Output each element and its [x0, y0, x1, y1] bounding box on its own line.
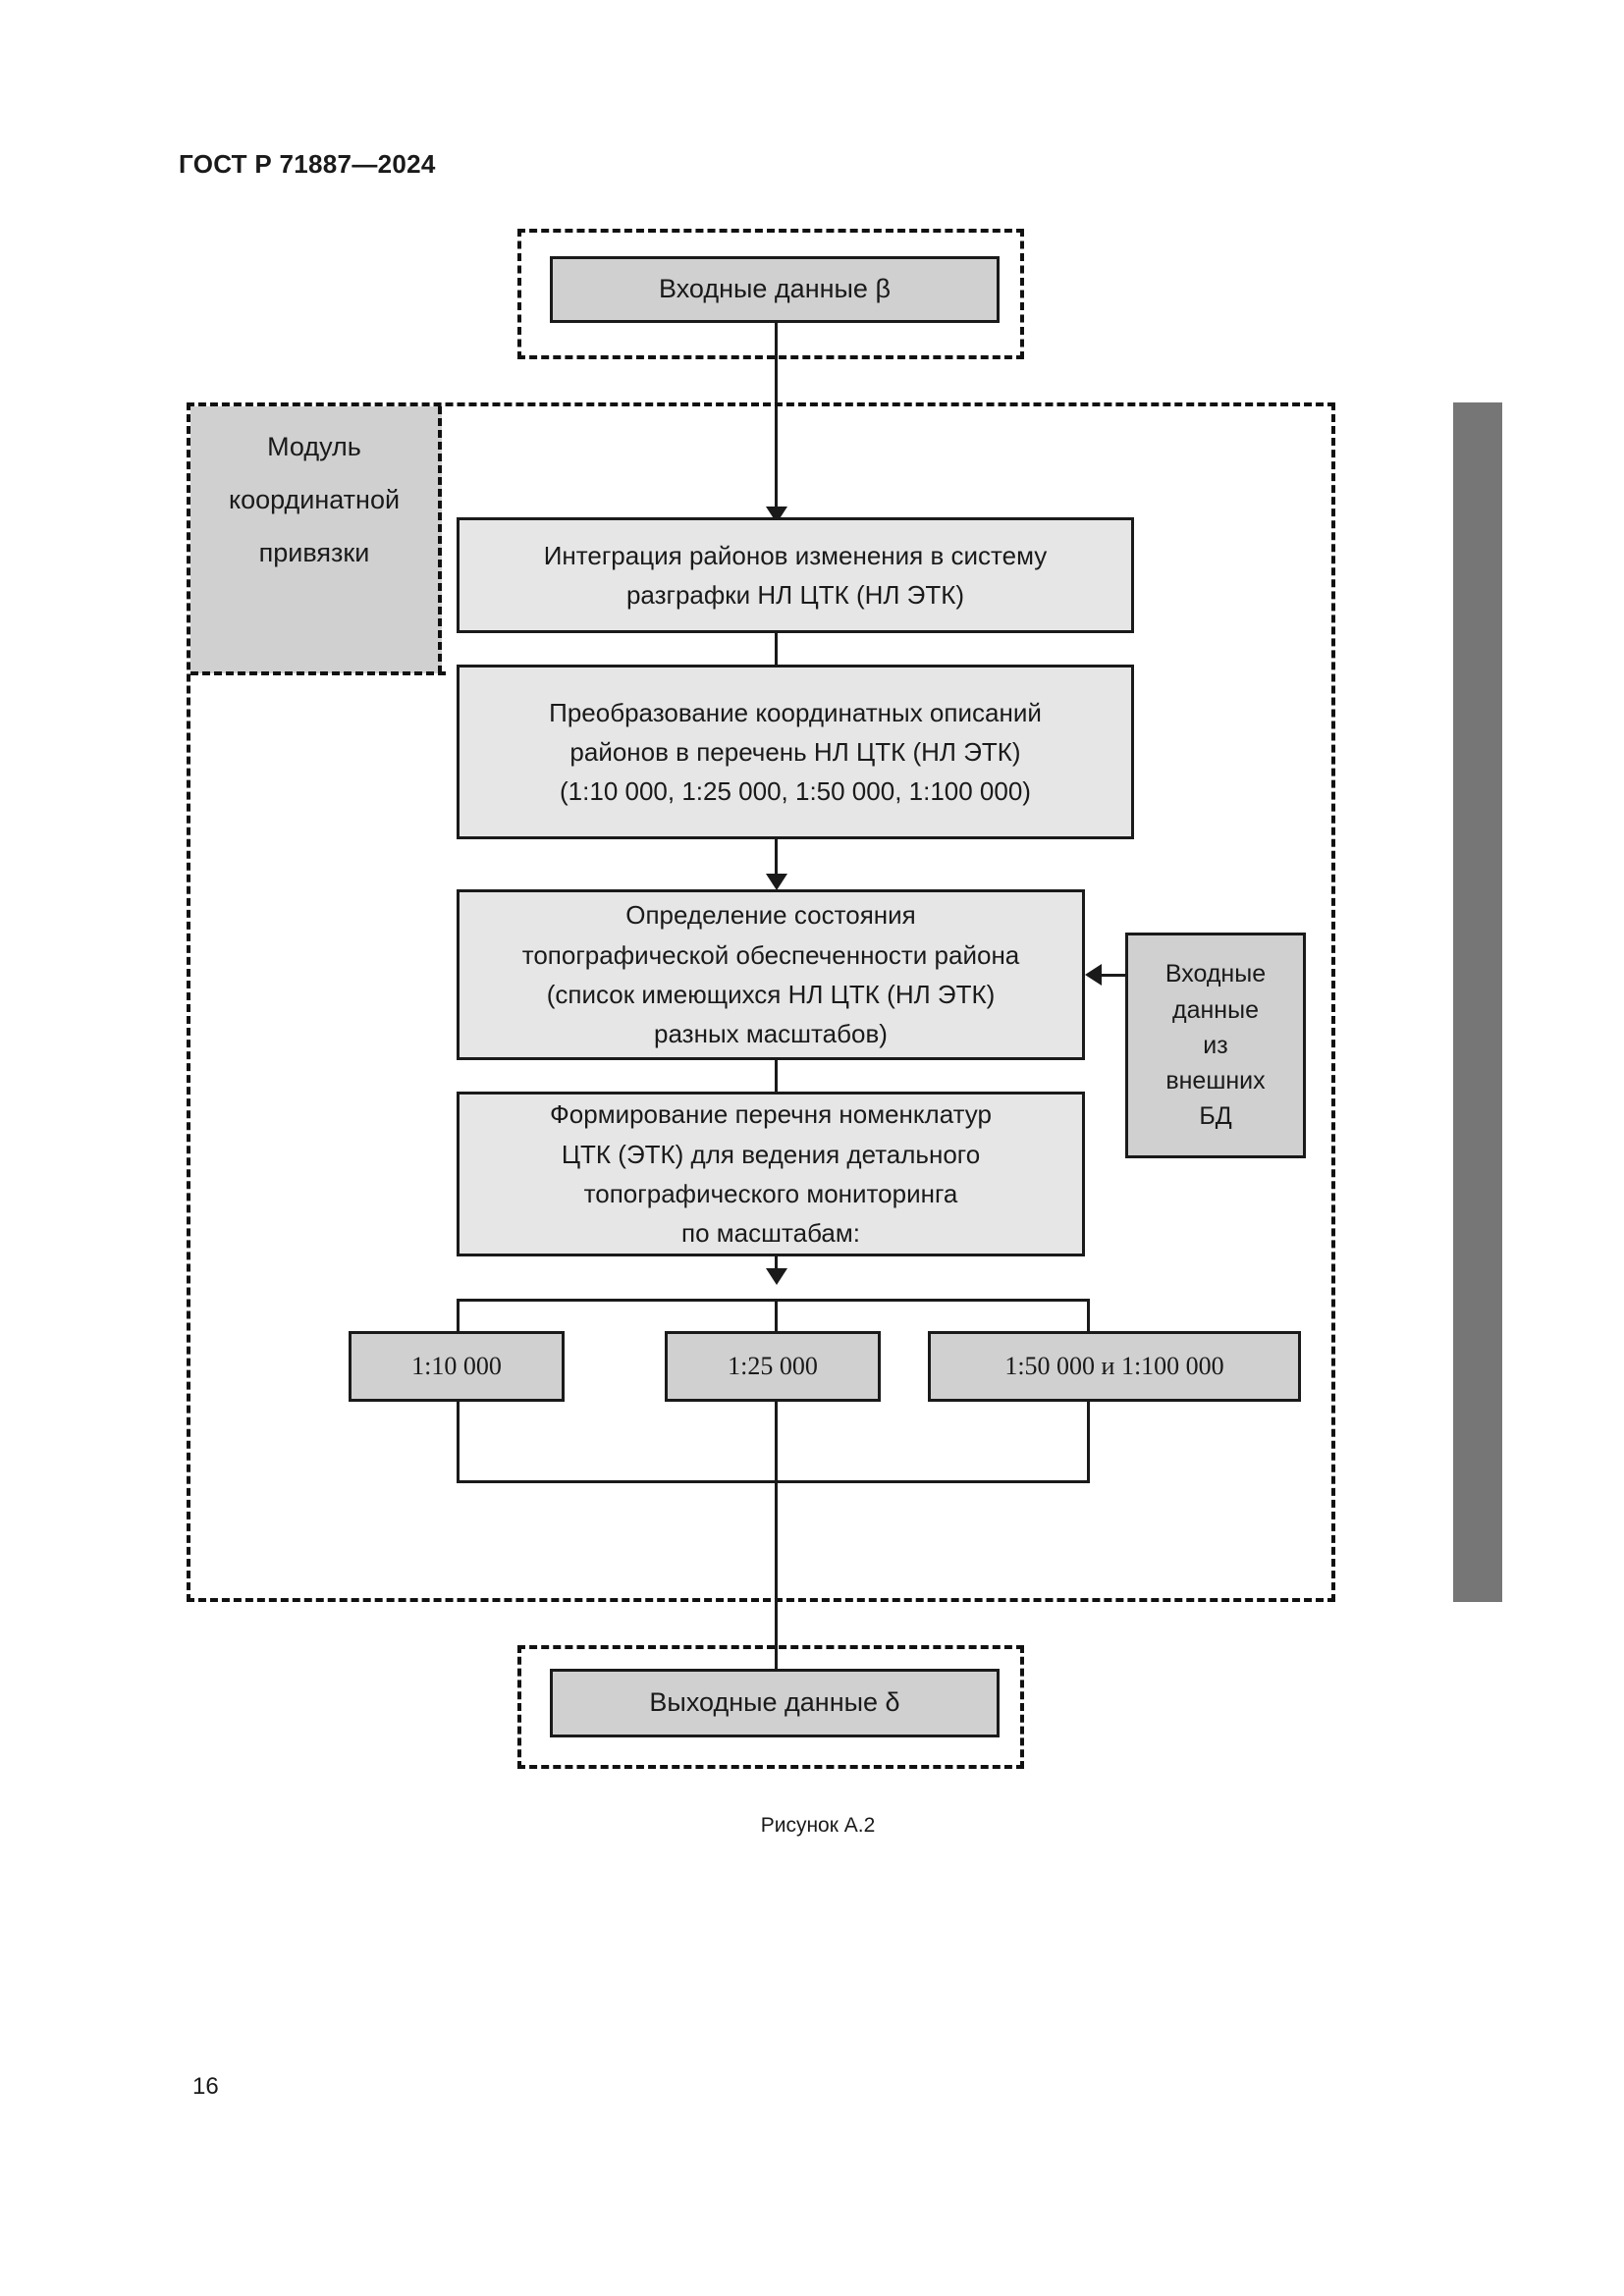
- connector-step3-to-step4: [775, 1060, 778, 1092]
- arrowhead-step3-in: [766, 874, 787, 890]
- scale-box-2[interactable]: 1:25 000: [665, 1331, 881, 1402]
- module-title-line-1: Модуль: [267, 432, 361, 461]
- module-title-line-2: координатной: [228, 485, 401, 514]
- input-node-boundary: [517, 229, 1024, 359]
- process-step-3[interactable]: Определение состояния топографической об…: [457, 889, 1085, 1060]
- page-title: ГОСТ Р 71887—2024: [179, 149, 436, 179]
- process-step-3-line-1: Определение состояния: [625, 900, 916, 931]
- external-source-line-4: внешних: [1165, 1067, 1266, 1095]
- scale-box-1[interactable]: 1:10 000: [349, 1331, 565, 1402]
- process-step-3-line-3: (список имеющихся НЛ ЦТК (НЛ ЭТК): [546, 980, 996, 1009]
- scale-drop-middle: [775, 1299, 778, 1333]
- process-step-1[interactable]: Интеграция районов изменения в систему р…: [457, 517, 1134, 633]
- process-step-4-line-4: по масштабам:: [681, 1218, 860, 1249]
- scale-riser-middle: [775, 1402, 778, 1482]
- scale-box-3[interactable]: 1:50 000 и 1:100 000: [928, 1331, 1301, 1402]
- module-title-line-3: привязки: [258, 538, 370, 567]
- external-database-source[interactable]: Входные данные из внешних БД: [1125, 933, 1306, 1158]
- scan-artifact-bar: [1453, 402, 1502, 1602]
- process-step-2-line-1: Преобразование координатных описаний: [549, 697, 1042, 727]
- scale-box-3-label: 1:50 000 и 1:100 000: [1004, 1352, 1224, 1380]
- module-title-block-bottom-edge: [190, 671, 446, 675]
- connector-input-to-step1: [775, 323, 778, 517]
- connector-step2-to-step3: [775, 839, 778, 883]
- external-source-line-3: из: [1203, 1031, 1228, 1059]
- connector-scales-to-output: [775, 1480, 778, 1691]
- arrowhead-step3-external-in: [1085, 964, 1102, 986]
- output-node[interactable]: Выходные данные δ: [550, 1669, 1000, 1737]
- scale-box-2-label: 1:25 000: [728, 1352, 818, 1380]
- process-step-1-line-2: разграфки НЛ ЦТК (НЛ ЭТК): [625, 580, 965, 610]
- process-step-2[interactable]: Преобразование координатных описаний рай…: [457, 665, 1134, 839]
- scale-bus-bottom: [457, 1480, 1090, 1483]
- input-node[interactable]: Входные данные β: [550, 256, 1000, 323]
- external-source-line-5: БД: [1199, 1102, 1232, 1131]
- page-number: 16: [192, 2073, 219, 2100]
- output-node-label: Выходные данные δ: [649, 1687, 900, 1718]
- figure-caption-text: Рисунок А.2: [760, 1814, 876, 1837]
- process-step-3-line-4: разных масштабов): [654, 1019, 888, 1049]
- process-step-2-line-3: (1:10 000, 1:25 000, 1:50 000, 1:100 000…: [560, 776, 1031, 807]
- scale-drop-left: [457, 1299, 460, 1333]
- connector-step1-to-step2: [775, 633, 778, 665]
- process-step-1-line-1: Интеграция районов изменения в систему: [543, 540, 1048, 570]
- process-step-4-line-1: Формирование перечня номенклатур: [550, 1099, 992, 1130]
- coordinate-module-boundary: [187, 402, 1335, 1602]
- module-title-block: Модуль координатной привязки: [190, 406, 442, 673]
- scale-riser-right: [1087, 1402, 1090, 1482]
- arrowhead-scale-bus: [766, 1268, 787, 1285]
- connector-external-to-step3: [1102, 974, 1127, 977]
- input-node-label: Входные данные β: [659, 274, 891, 304]
- output-node-boundary: [517, 1645, 1024, 1769]
- external-source-line-1: Входные: [1164, 960, 1267, 988]
- process-step-3-line-2: топографической обеспеченности района: [521, 939, 1020, 970]
- scale-bus-top: [457, 1299, 1090, 1302]
- figure-caption: Рисунок А.2: [0, 1814, 1624, 1838]
- scale-box-1-label: 1:10 000: [411, 1352, 502, 1380]
- process-step-2-line-2: районов в перечень НЛ ЦТК (НЛ ЭТК): [569, 736, 1021, 767]
- connector-step4-out: [775, 1256, 778, 1278]
- process-step-4-line-3: топографического мониторинга: [583, 1179, 958, 1208]
- scale-riser-left: [457, 1402, 460, 1482]
- process-step-4[interactable]: Формирование перечня номенклатур ЦТК (ЭТ…: [457, 1092, 1085, 1256]
- scale-drop-right: [1087, 1299, 1090, 1333]
- external-source-line-2: данные: [1172, 995, 1259, 1024]
- process-step-4-line-2: ЦТК (ЭТК) для ведения детального: [561, 1139, 981, 1169]
